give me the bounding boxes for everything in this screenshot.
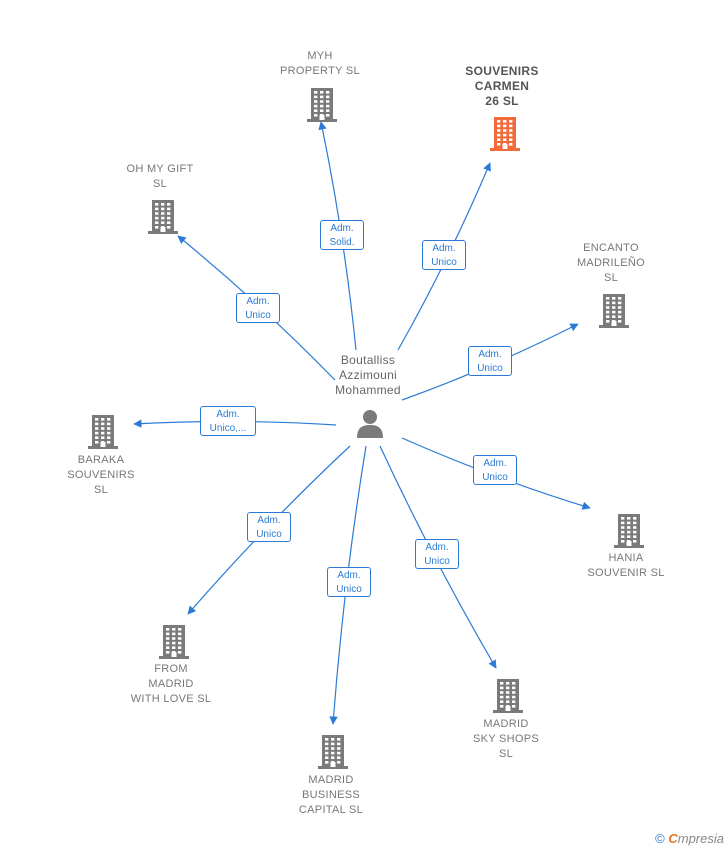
edge-label-carmen[interactable]: Adm. Unico [422,240,466,270]
building-icon[interactable] [86,413,120,449]
edge-label-skyshops[interactable]: Adm. Unico [415,539,459,569]
company-name-ohmygift[interactable]: OH MY GIFT SL [126,163,194,190]
company-name-myh[interactable]: MYH PROPERTY SL [280,50,360,77]
company-name-frommadrid[interactable]: FROM MADRID WITH LOVE SL [130,663,212,705]
edge-label-frommadrid[interactable]: Adm. Unico [247,512,291,542]
edge-label-myh[interactable]: Adm. Solid. [320,220,364,250]
building-icon[interactable] [488,115,522,151]
company-name-baraka[interactable]: BARAKA SOUVENIRS SL [67,454,135,496]
empresia-brand: © Cmpresia [655,831,724,846]
edge-label-encanto[interactable]: Adm. Unico [468,346,512,376]
company-name-hania[interactable]: HANIA SOUVENIR SL [587,552,665,579]
copyright-symbol: © [655,831,665,846]
building-icon[interactable] [146,198,180,234]
building-icon[interactable] [157,623,191,659]
company-name-encanto[interactable]: ENCANTO MADRILEÑO SL [576,242,646,284]
company-name-carmen[interactable]: SOUVENIRS CARMEN 26 SL [465,64,539,108]
edge-label-baraka[interactable]: Adm. Unico,... [200,406,256,436]
person-name: Boutalliss Azzimouni Mohammed [335,353,401,397]
building-icon[interactable] [612,512,646,548]
edge-label-ohmygift[interactable]: Adm. Unico [236,293,280,323]
person-icon[interactable] [355,408,385,438]
building-icon[interactable] [316,733,350,769]
brand-logo-text: mpresia [677,831,724,846]
company-name-skyshops[interactable]: MADRID SKY SHOPS SL [472,718,540,760]
company-name-business[interactable]: MADRID BUSINESS CAPITAL SL [298,774,364,816]
building-icon[interactable] [305,86,339,122]
edge-label-hania[interactable]: Adm. Unico [473,455,517,485]
edge-label-business[interactable]: Adm. Unico [327,567,371,597]
building-icon[interactable] [597,292,631,328]
brand-logo-letter: C [668,831,678,846]
building-icon[interactable] [491,677,525,713]
